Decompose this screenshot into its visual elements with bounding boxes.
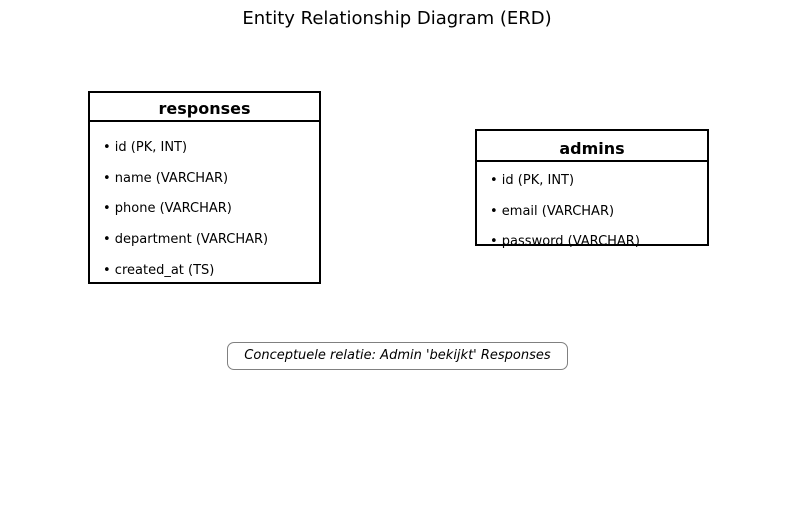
attribute: • email (VARCHAR): [490, 204, 615, 219]
attribute: • name (VARCHAR): [103, 171, 229, 186]
attribute: • department (VARCHAR): [103, 232, 269, 247]
entity-responses: responses • id (PK, INT) • name (VARCHAR…: [88, 91, 321, 284]
attribute: • created_at (TS): [103, 263, 215, 278]
attribute: • phone (VARCHAR): [103, 201, 232, 216]
diagram-title: Entity Relationship Diagram (ERD): [242, 8, 552, 29]
entity-name: admins: [477, 131, 707, 162]
attribute: • id (PK, INT): [490, 173, 575, 188]
relation-note: Conceptuele relatie: Admin 'bekijkt' Res…: [227, 342, 568, 370]
entity-admins: admins • id (PK, INT) • email (VARCHAR) …: [475, 129, 709, 249]
attribute: • id (PK, INT): [103, 140, 188, 155]
attribute: • password (VARCHAR): [490, 234, 640, 249]
entity-name: responses: [90, 93, 319, 122]
